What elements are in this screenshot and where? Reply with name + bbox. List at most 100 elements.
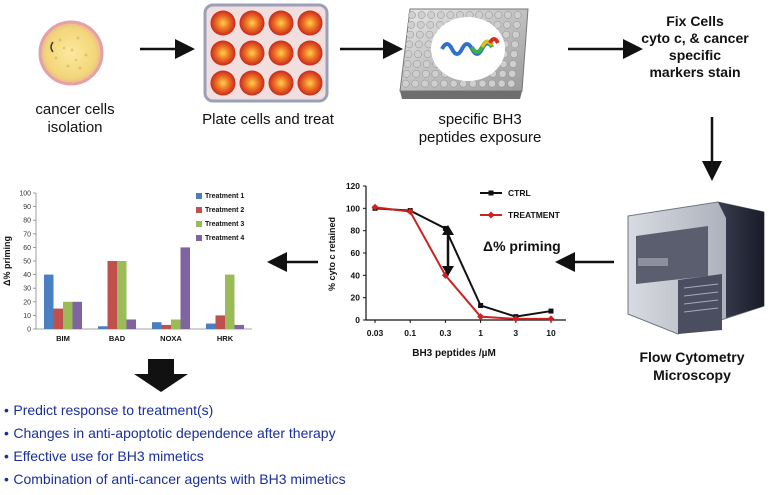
- step-isolation-label: cancer cells isolation: [35, 101, 115, 136]
- bar: [117, 261, 127, 329]
- flow-cytometer-image: [627, 201, 765, 335]
- mini-well: [488, 79, 496, 88]
- mini-well: [417, 11, 426, 19]
- mini-well: [513, 11, 522, 19]
- mini-well: [408, 11, 416, 19]
- mini-well: [401, 79, 410, 88]
- bar: [161, 324, 171, 329]
- mini-well: [509, 60, 517, 68]
- outcome-text: Changes in anti-apoptotic dependence aft…: [13, 425, 336, 441]
- line-y-tick-label: 40: [351, 270, 361, 280]
- mini-well: [503, 20, 511, 29]
- priming-arrow-head-up: [442, 225, 454, 235]
- bar-y-tick-label: 0: [27, 327, 31, 334]
- line-point: [512, 315, 520, 323]
- line-y-tick-label: 60: [351, 248, 361, 258]
- line-point: [477, 313, 485, 321]
- line-series-path: [374, 207, 552, 318]
- cancer-cell-image: [38, 20, 104, 86]
- mini-well: [425, 30, 434, 39]
- plate-well: [210, 70, 236, 96]
- well-plate-image: [203, 3, 329, 103]
- mini-well: [406, 30, 415, 39]
- line-x-tick-label: 10: [546, 328, 556, 338]
- outcome-text: Combination of anti-cancer agents with B…: [13, 471, 346, 487]
- bar-category-label: HRK: [217, 334, 234, 343]
- outcomes-list: • Predict response to treatment(s) • Cha…: [4, 402, 464, 494]
- outcome-item: • Changes in anti-apoptotic dependence a…: [4, 425, 464, 448]
- bullet-glyph: •: [4, 448, 9, 464]
- mini-well: [414, 50, 422, 59]
- bar-category-label: NOXA: [160, 334, 182, 343]
- bar: [107, 261, 117, 329]
- mini-well: [511, 40, 519, 49]
- bar: [180, 247, 190, 329]
- bar-legend-swatch: [196, 193, 202, 199]
- mini-well: [416, 20, 425, 29]
- mini-well: [478, 79, 487, 88]
- bar-y-tick-label: 50: [23, 259, 31, 266]
- bar: [98, 326, 108, 329]
- line-x-tick-label: 0.1: [404, 328, 416, 338]
- mini-well: [415, 40, 423, 49]
- mini-well: [426, 20, 435, 29]
- line-y-tick-label: 20: [351, 293, 361, 303]
- bar-legend-swatch: [196, 235, 202, 241]
- line-legend-marker: [487, 211, 495, 219]
- bh3-plate-image: [399, 8, 529, 99]
- step-flow-label: Flow Cytometry Microscopy: [639, 349, 745, 383]
- priming-arrow-head-down: [442, 266, 454, 276]
- mini-well: [508, 69, 517, 78]
- mini-well: [413, 60, 421, 68]
- line-point: [478, 302, 484, 308]
- mini-well: [449, 79, 458, 88]
- line-x-tick-label: 0.03: [367, 328, 384, 338]
- outcome-text: Predict response to treatment(s): [13, 402, 214, 418]
- plate-well: [210, 10, 236, 36]
- bar: [234, 324, 244, 329]
- plate-well: [239, 70, 265, 96]
- mini-well: [421, 79, 429, 88]
- line-y-tick-label: 120: [346, 181, 360, 191]
- line-legend-label: TREATMENT: [508, 210, 561, 220]
- bar: [53, 308, 63, 329]
- mini-well: [511, 30, 520, 39]
- bar-y-tick-label: 20: [23, 299, 31, 306]
- mini-well: [440, 79, 448, 88]
- plate-well: [268, 40, 294, 66]
- line-point: [547, 315, 555, 323]
- bar-category-label: BAD: [109, 334, 126, 343]
- bar: [225, 274, 235, 329]
- step-exposure-label: specific BH3 peptides exposure: [418, 111, 542, 146]
- line-series-path: [374, 206, 551, 320]
- line-x-axis-label: BH3 peptides /µM: [412, 348, 496, 359]
- mini-well: [422, 60, 431, 68]
- bar-category-label: BIM: [56, 334, 70, 343]
- mini-well: [427, 11, 436, 19]
- bar-legend-label: Treatment 3: [205, 221, 244, 228]
- mini-well: [446, 11, 455, 19]
- mini-well: [411, 79, 420, 88]
- plate-well: [268, 10, 294, 36]
- mini-well: [403, 60, 412, 68]
- plate-well: [268, 70, 294, 96]
- mini-well: [484, 11, 493, 19]
- mini-well: [404, 50, 413, 59]
- bar: [44, 274, 54, 329]
- mini-well: [502, 30, 511, 39]
- line-x-tick-label: 3: [513, 328, 518, 338]
- line-x-tick-label: 1: [478, 328, 483, 338]
- bar-y-tick-label: 60: [23, 245, 31, 252]
- bar: [126, 319, 136, 329]
- bullet-glyph: •: [4, 471, 9, 487]
- bar-legend-label: Treatment 2: [205, 207, 244, 214]
- mini-well: [415, 30, 424, 39]
- bar-y-tick-label: 80: [23, 218, 31, 225]
- bar-legend-swatch: [196, 221, 202, 227]
- outcome-item: • Effective use for BH3 mimetics: [4, 448, 464, 471]
- bar: [206, 323, 216, 329]
- line-point: [442, 225, 448, 231]
- mini-well: [423, 50, 432, 59]
